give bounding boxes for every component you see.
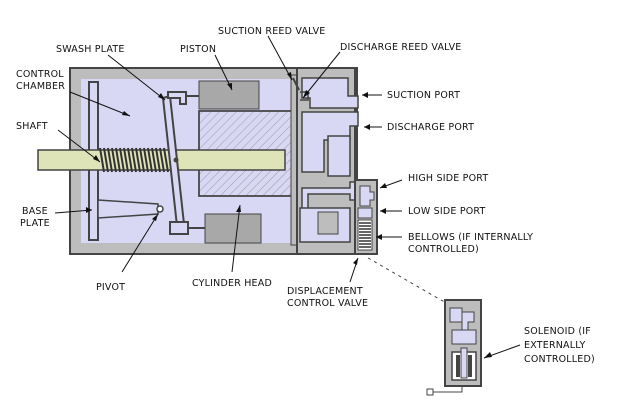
label-suction-port: SUCTION PORT	[387, 90, 460, 101]
pivot-wedge	[97, 199, 159, 219]
thread-stroke	[147, 147, 153, 173]
label-bellows-1: BELLOWS (IF INTERNALLY	[408, 232, 533, 243]
solenoid-plunger	[460, 347, 468, 379]
thread-stroke	[123, 147, 129, 173]
label-suction-reed-valve: SUCTION REED VALVE	[218, 26, 326, 37]
leader-discharge-reed	[302, 51, 341, 99]
thread-stroke	[155, 147, 161, 173]
thread-stroke	[139, 147, 145, 173]
piston-lower	[204, 213, 262, 244]
thread-stroke	[135, 147, 141, 173]
label-control-chamber-2: CHAMBER	[16, 81, 65, 92]
label-shaft: SHAFT	[16, 121, 48, 132]
thread-stroke	[131, 147, 137, 173]
arrow-pivot	[152, 214, 158, 221]
leader-shaft	[57, 129, 101, 163]
thread-stroke	[115, 147, 121, 173]
arrowheads	[86, 72, 492, 358]
rear-head	[292, 67, 359, 255]
swash-pivot-pin	[173, 157, 179, 163]
label-solenoid-2: EXTERNALLY	[524, 340, 585, 351]
piston-shoe-upper	[167, 91, 187, 105]
leader-cylinder-head	[231, 204, 241, 273]
label-pivot: PIVOT	[96, 282, 125, 293]
leader-base-plate	[54, 209, 93, 214]
arrow-suction-reed	[287, 72, 292, 80]
thread-stroke	[107, 147, 113, 173]
label-control-chamber-1: CONTROL	[16, 69, 64, 80]
solenoid-terminal	[426, 388, 434, 396]
thread-stroke	[159, 147, 165, 173]
label-swash-plate: SWASH PLATE	[56, 44, 125, 55]
thread-stroke	[127, 147, 133, 173]
arrow-solenoid	[484, 352, 492, 358]
label-discharge-reed-valve: DISCHARGE REED VALVE	[340, 42, 462, 53]
thread-stroke	[143, 147, 149, 173]
arrow-discharge-reed	[303, 90, 310, 98]
label-displacement-valve-2: CONTROL VALVE	[287, 298, 368, 309]
arrow-suction-port	[362, 92, 368, 98]
labels: SWASH PLATE PISTON SUCTION REED VALVE DI…	[16, 26, 595, 365]
arrow-discharge-port	[364, 124, 370, 130]
thread-stroke	[163, 147, 169, 173]
suction-passage	[301, 77, 359, 109]
arrow-shaft	[93, 155, 100, 162]
leader-suction-reed	[267, 35, 293, 81]
thread-stroke	[151, 147, 157, 173]
solenoid-coil-right	[468, 355, 472, 377]
label-displacement-valve-1: DISPLACEMENT	[287, 286, 363, 297]
pivot-pin	[156, 205, 164, 213]
arrow-high-side	[380, 183, 387, 188]
leader-swash-plate	[107, 54, 166, 101]
arrow-piston	[227, 83, 232, 90]
arrow-bellows	[376, 234, 382, 240]
label-low-side-port: LOW SIDE PORT	[408, 206, 486, 217]
label-solenoid-1: SOLENOID (IF	[524, 326, 591, 337]
leader-control-chamber	[69, 91, 131, 117]
valve-high-cavity	[359, 185, 375, 207]
solenoid-mid-cavity	[451, 329, 477, 345]
solenoid-upper-port	[449, 307, 463, 323]
thread-stroke	[103, 147, 109, 173]
label-solenoid-3: CONTROLLED)	[524, 354, 595, 365]
discharge-cavity	[327, 135, 351, 177]
arrow-swash	[158, 93, 165, 100]
valve-low-cavity	[357, 207, 373, 219]
thread-stroke	[111, 147, 117, 173]
arrow-cylinder-head	[236, 205, 241, 212]
label-base-plate-2: PLATE	[20, 218, 50, 229]
label-cylinder-head: CYLINDER HEAD	[192, 278, 272, 289]
arrow-base-plate	[86, 207, 92, 213]
inset-dashed-link	[367, 257, 449, 305]
suction-reed	[292, 77, 300, 91]
bellows-coils	[359, 222, 371, 248]
solenoid-wire	[432, 386, 463, 393]
label-piston: PISTON	[180, 44, 216, 55]
arrow-displacement	[353, 258, 358, 265]
piston-shoe-lower	[169, 221, 189, 235]
arrow-low-side	[380, 208, 386, 214]
control-valve	[354, 179, 378, 255]
solenoid-inset	[367, 257, 482, 396]
solenoid-coil-left	[456, 355, 460, 377]
shaft-threads	[99, 147, 169, 173]
label-discharge-port: DISCHARGE PORT	[387, 122, 474, 133]
discharge-reed	[300, 91, 309, 101]
arrow-control-chamber	[122, 111, 130, 116]
label-high-side-port: HIGH SIDE PORT	[408, 173, 488, 184]
label-bellows-2: CONTROLLED)	[408, 244, 479, 255]
valve-body-block	[317, 211, 339, 235]
label-base-plate-1: BASE	[22, 206, 48, 217]
thread-stroke	[119, 147, 125, 173]
thread-stroke	[99, 147, 105, 173]
leader-pivot	[121, 213, 159, 273]
